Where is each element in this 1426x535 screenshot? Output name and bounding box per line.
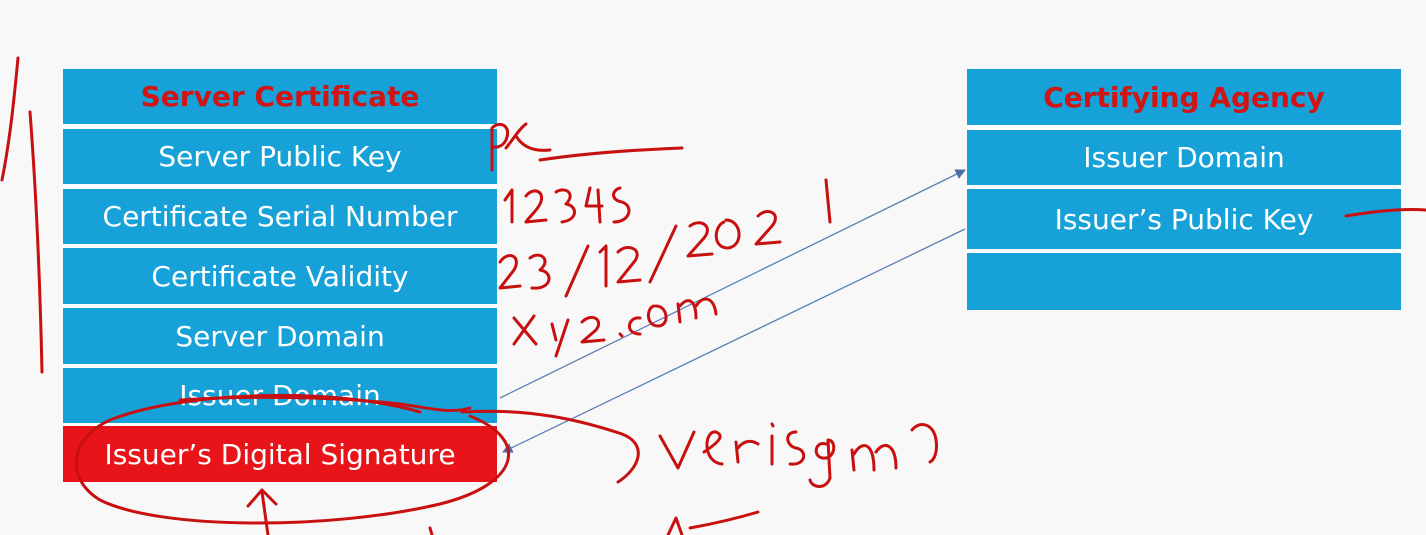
margin-stroke-1 <box>0 56 20 182</box>
certifying-agency-table: Certifying Agency Issuer Domain Issuer’s… <box>967 69 1401 310</box>
server-domain-cell: Server Domain <box>63 308 497 364</box>
pk-scribble <box>490 122 552 172</box>
server-certificate-table: Server Certificate Server Public Key Cer… <box>63 69 497 482</box>
server-certificate-title: Server Certificate <box>63 69 497 124</box>
date-scribble <box>498 178 832 298</box>
issuer-domain-arrow <box>499 169 966 399</box>
issuer-domain-cell: Issuer Domain <box>63 368 497 423</box>
pk-underline <box>538 146 684 162</box>
certificate-validity-cell: Certificate Validity <box>63 248 497 304</box>
certifying-agency-title: Certifying Agency <box>967 69 1401 125</box>
margin-stroke-2 <box>28 110 44 374</box>
issuer-digital-signature-cell: Issuer’s Digital Signature <box>63 426 497 482</box>
server-public-key-cell: Server Public Key <box>63 129 497 184</box>
verisign-scribble <box>658 422 938 488</box>
agency-empty-cell <box>967 253 1401 310</box>
agency-issuer-public-key-cell: Issuer’s Public Key <box>967 189 1401 249</box>
signature-up-arrow <box>246 488 278 535</box>
certificate-serial-number-cell: Certificate Serial Number <box>63 189 497 244</box>
serial-scribble <box>503 186 631 224</box>
bottom-marks <box>428 510 760 535</box>
agency-issuer-domain-cell: Issuer Domain <box>967 130 1401 185</box>
public-key-arrow <box>502 228 966 453</box>
domain-scribble <box>512 297 718 358</box>
